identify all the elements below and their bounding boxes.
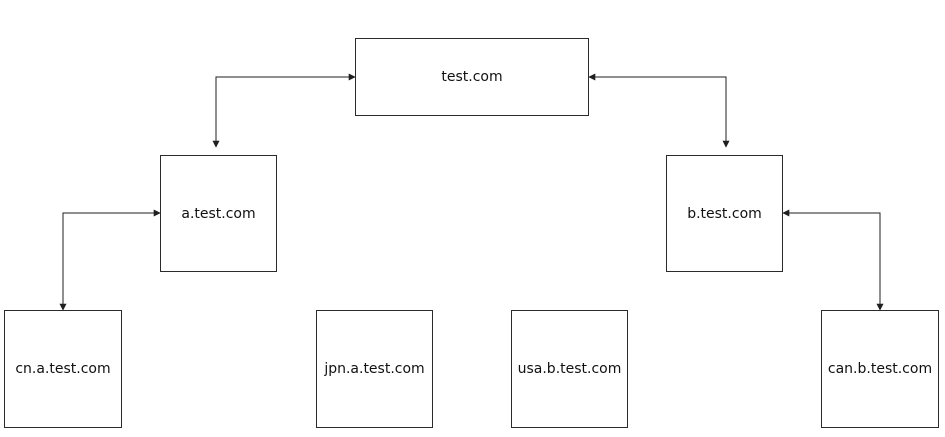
node-label: b.test.com bbox=[687, 205, 762, 222]
node-b-test-com: b.test.com bbox=[666, 155, 783, 272]
edge-root-to-a bbox=[212, 73, 356, 148]
node-test-com: test.com bbox=[355, 38, 589, 116]
edge-a-to-cn bbox=[59, 209, 161, 311]
edge-b-to-can bbox=[782, 209, 884, 311]
node-label: test.com bbox=[441, 69, 503, 85]
node-cn-a-test-com: cn.a.test.com bbox=[4, 310, 122, 428]
node-label: a.test.com bbox=[181, 205, 256, 222]
edge-root-to-b bbox=[588, 73, 730, 148]
node-label: cn.a.test.com bbox=[15, 361, 111, 377]
node-can-b-test-com: can.b.test.com bbox=[821, 310, 939, 428]
node-jpn-a-test-com: jpn.a.test.com bbox=[316, 310, 433, 428]
node-usa-b-test-com: usa.b.test.com bbox=[511, 310, 628, 428]
node-label: jpn.a.test.com bbox=[324, 361, 425, 377]
node-label: can.b.test.com bbox=[827, 361, 933, 377]
node-a-test-com: a.test.com bbox=[160, 155, 277, 272]
node-label: usa.b.test.com bbox=[517, 361, 622, 377]
